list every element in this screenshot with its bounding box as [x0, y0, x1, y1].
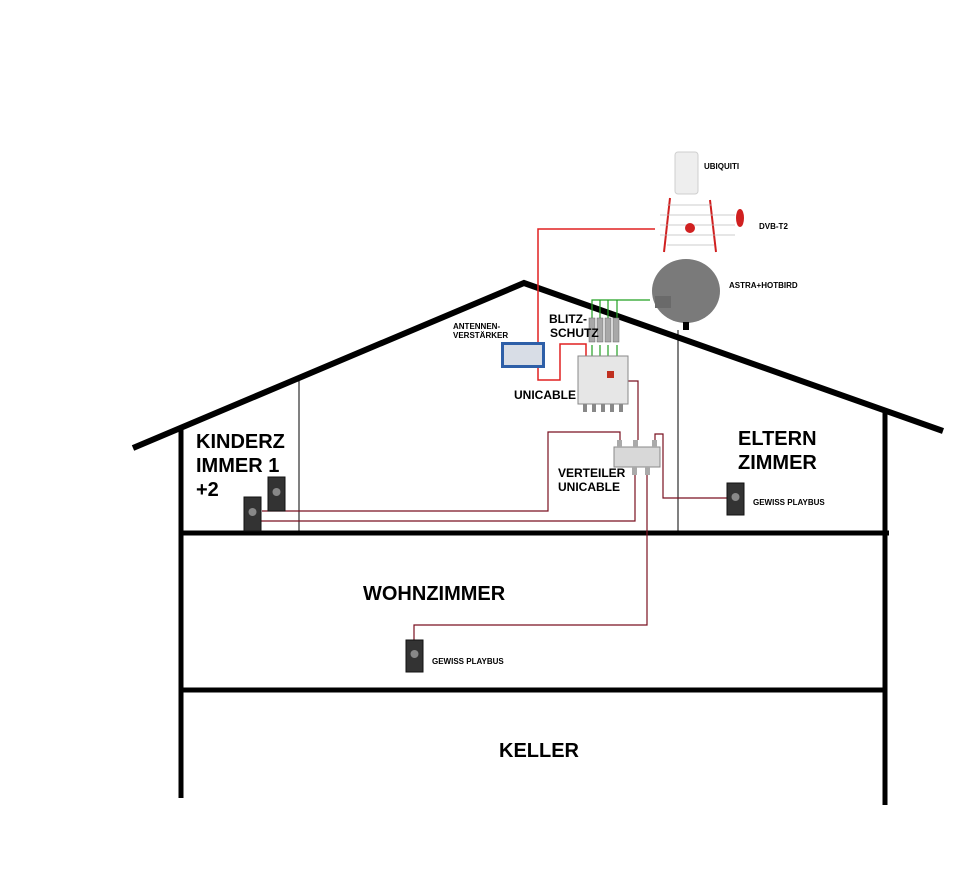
socket-kinder-2: [243, 496, 262, 532]
sat-dish: [652, 259, 720, 330]
blitz-label-1: BLITZ-: [549, 312, 587, 326]
dvb-t2-antenna: [660, 197, 744, 253]
unicable-label: UNICABLE: [514, 388, 576, 402]
verteiler-label-1: VERTEILER: [558, 466, 626, 480]
amp-label-1: ANTENNEN-: [453, 322, 500, 331]
unicable-splitter: [613, 440, 661, 475]
ubiquiti-label: UBIQUITI: [704, 162, 739, 171]
kinder-label-2: IMMER 1: [196, 455, 279, 477]
amp-label-2: VERSTÄRKER: [453, 331, 508, 340]
dvb-t2-cable: [537, 228, 655, 381]
socket-wohn: [405, 639, 424, 673]
antenna-amplifier: [501, 342, 545, 368]
socket-kinder-1: [267, 476, 286, 512]
kinder-label-1: KINDERZ: [196, 431, 285, 453]
socket-wohn-label: GEWISS PLAYBUS: [432, 657, 504, 666]
blitz-label-2: SCHUTZ: [550, 326, 599, 340]
keller-label: KELLER: [499, 740, 580, 762]
eltern-label-1: ELTERN: [738, 428, 817, 450]
kinder-label-3: +2: [196, 479, 219, 501]
socket-eltern-label: GEWISS PLAYBUS: [753, 498, 825, 507]
blitzschutz-device: [588, 317, 620, 343]
coax-cables: [245, 380, 727, 641]
verteiler-label-2: UNICABLE: [558, 480, 620, 494]
socket-eltern: [726, 482, 745, 516]
dvbt2-label: DVB-T2: [759, 222, 788, 231]
ubiquiti-device: [674, 151, 699, 195]
roof: [131, 279, 944, 451]
sat-cables: [591, 299, 650, 356]
unicable-multiswitch: [577, 355, 629, 412]
eltern-label-2: ZIMMER: [738, 452, 817, 474]
house-structure: [131, 279, 944, 805]
wohn-label: WOHNZIMMER: [363, 583, 506, 605]
sat-label: ASTRA+HOTBIRD: [729, 281, 798, 290]
